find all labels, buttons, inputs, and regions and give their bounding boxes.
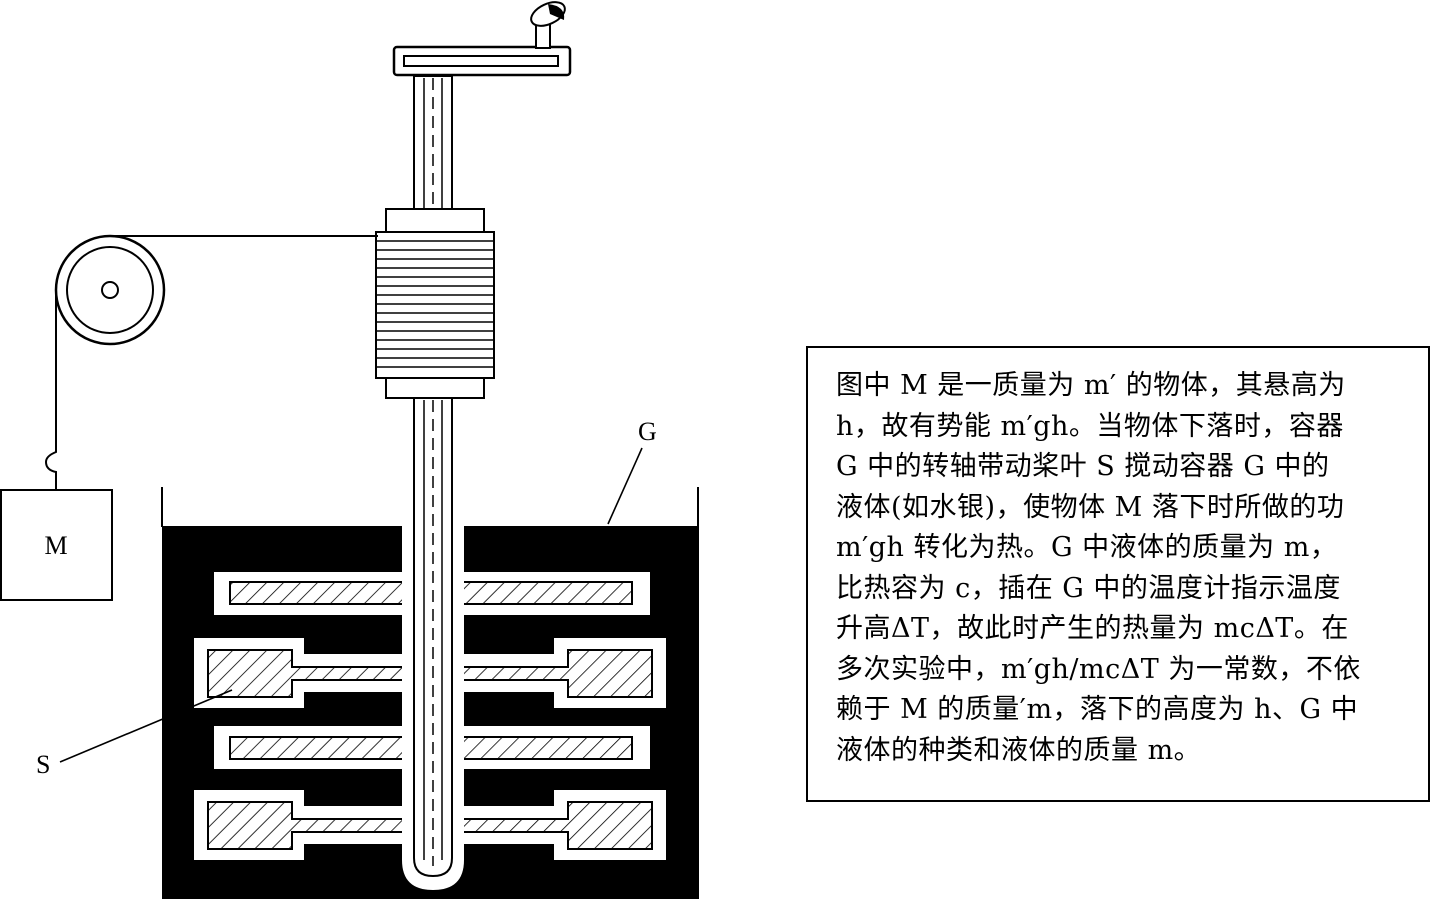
caption-line-9: 赖于 M 的质量′m，落下的高度为 h、G 中 <box>836 694 1359 725</box>
caption-line-3: G 中的转轴带动桨叶 S 搅动容器 G 中的 <box>836 451 1330 482</box>
shaft <box>402 398 464 890</box>
upper-shaft <box>413 75 453 211</box>
container-label-text: G <box>638 417 657 446</box>
mass-label: M <box>44 531 67 560</box>
container-label: G <box>607 417 657 525</box>
caption-line-2: h，故有势能 m′gh。当物体下落时，容器 <box>836 410 1344 442</box>
caption-line-10: 液体的种类和液体的质量 m。 <box>836 734 1202 766</box>
caption-line-8: 多次实验中，m′gh/mcΔT 为一常数，不依 <box>836 653 1361 685</box>
caption-line-1: 图中 M 是一质量为 m′ 的物体，其悬高为 <box>836 370 1346 401</box>
spool-drum <box>375 208 495 399</box>
joule-apparatus-diagram: M G S <box>0 1 699 899</box>
caption-line-7: 升高ΔT，故此时产生的热量为 mcΔT。在 <box>836 613 1349 644</box>
caption-line-5: m′gh 转化为热。G 中液体的质量为 m， <box>836 532 1338 563</box>
stirrer-label-text: S <box>36 750 50 779</box>
caption-line-4: 液体(如水银)，使物体 M 落下时所做的功 <box>836 491 1345 523</box>
caption-box: 图中 M 是一质量为 m′ 的物体，其悬高为 h，故有势能 m′gh。当物体下落… <box>806 346 1430 802</box>
caption-line-6: 比热容为 c，插在 G 中的温度计指示温度 <box>836 572 1341 604</box>
string <box>44 235 378 490</box>
crank-handle <box>392 1 572 77</box>
pulley <box>54 234 166 346</box>
stirrer-label: S <box>36 689 233 779</box>
mass-m: M <box>0 489 113 601</box>
